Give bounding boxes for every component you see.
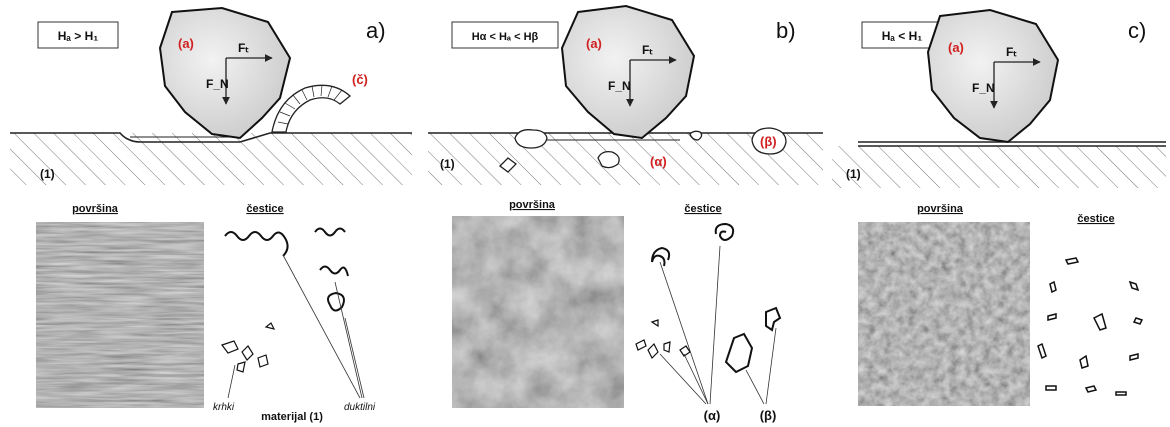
phase-alpha-label-b: (α) — [650, 154, 667, 169]
panel-letter-b: b) — [776, 18, 796, 43]
brittle-note-a: krhki — [213, 402, 235, 413]
panel-letter-c: c) — [1128, 18, 1146, 43]
condition-box-c — [861, 21, 943, 49]
condition-box-a — [37, 21, 119, 49]
panel-b: Hα < Hₐ < Hβ b) (1) (α) (β) (a) Fₜ F_N p… — [428, 4, 823, 423]
material-caption-a: materijal (1) — [261, 411, 323, 423]
particles-caption-a: čestice — [246, 203, 283, 215]
particles-caption-c: čestice — [1077, 213, 1114, 225]
substrate-label-c: (1) — [846, 167, 861, 181]
normal-force-label-c: F_N — [972, 81, 995, 95]
abrasive-label-c: (a) — [948, 40, 964, 55]
panel-a: Hₐ > H₁ a) (1) (č) (a) Fₜ F_N površina č… — [10, 6, 412, 423]
condition-label-c: Hₐ < H₁ — [882, 29, 923, 43]
panel-c: Hₐ < H₁ c) (1) (a) Fₜ F_N površina česti… — [832, 8, 1166, 406]
ductile-note-a: duktilni — [344, 402, 376, 413]
condition-label-b: Hα < Hₐ < Hβ — [472, 31, 539, 43]
surface-caption-b: površina — [509, 199, 556, 211]
condition-box-b — [451, 21, 559, 49]
phase-beta-label-b: (β) — [760, 134, 777, 149]
surface-caption-c: površina — [917, 203, 964, 215]
panel-letter-a: a) — [366, 18, 386, 43]
abrasive-particle-c — [926, 8, 1060, 144]
substrate-c — [832, 146, 1166, 188]
particles-b — [651, 222, 782, 374]
surface-caption-a: površina — [72, 203, 119, 215]
tangential-force-label-c: Fₜ — [1006, 45, 1017, 59]
surface-line-a — [10, 132, 412, 143]
particles-caption-b: čestice — [684, 203, 721, 215]
particle-note-beta-b: (β) — [760, 408, 777, 423]
chip-a — [271, 84, 352, 133]
abrasive-label-a: (a) — [178, 36, 194, 51]
tangential-force-label-b: Fₜ — [642, 43, 653, 57]
ductile-chips-a — [224, 227, 349, 312]
fine-particles-c — [1037, 257, 1144, 396]
normal-force-label-b: F_N — [608, 79, 631, 93]
chip-label-a: (č) — [352, 72, 368, 87]
condition-label-a: Hₐ > H₁ — [58, 29, 99, 43]
brittle-particles-a — [221, 322, 276, 373]
substrate-a — [10, 133, 412, 185]
tangential-force-label-a: Fₜ — [238, 41, 249, 55]
abrasive-particle-a — [158, 6, 292, 140]
abrasive-particle-b — [560, 4, 696, 140]
normal-force-label-a: F_N — [206, 77, 229, 91]
substrate-label-b: (1) — [440, 157, 455, 171]
second-phase-particles-b — [499, 127, 787, 173]
particle-note-alpha-b: (α) — [704, 408, 721, 423]
abrasive-label-b: (a) — [586, 36, 602, 51]
substrate-label-a: (1) — [40, 167, 55, 181]
